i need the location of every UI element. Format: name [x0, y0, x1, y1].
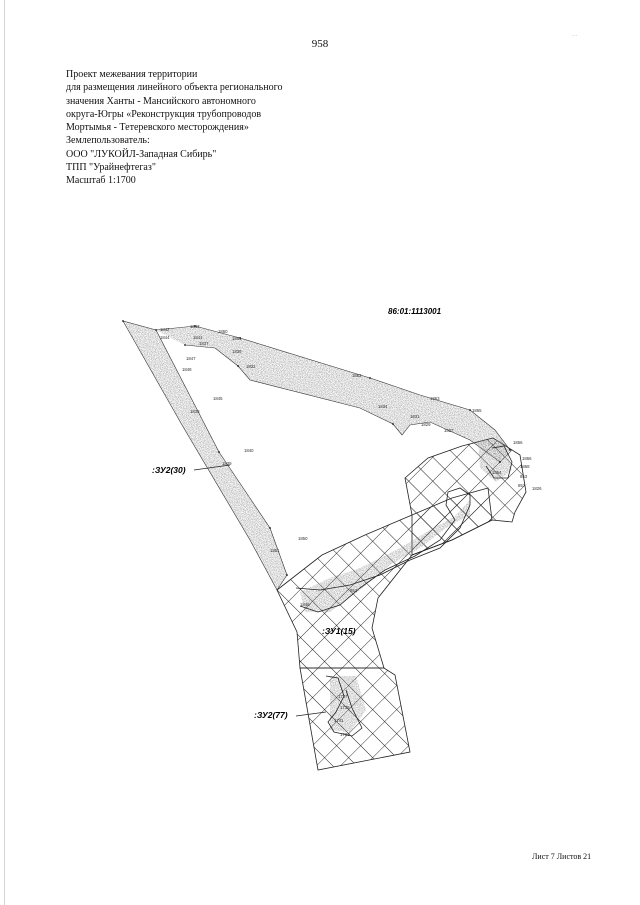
- point-label: 1829: [421, 422, 431, 427]
- point-label: 1854: [492, 470, 502, 475]
- title-line-1: Проект межевания территории: [66, 69, 198, 80]
- page-number: 958: [311, 38, 329, 50]
- point-label: 1865: [472, 408, 482, 413]
- inner-boundaries: [295, 445, 513, 737]
- land-user-division: ТПП "Урайнефтегаз": [66, 162, 156, 174]
- point-label: 1826: [532, 486, 542, 491]
- point-label: 1851: [270, 548, 280, 553]
- title-line-3: значения Ханты - Мансийского автономного: [66, 95, 256, 107]
- point-label: 1837: [199, 341, 209, 346]
- point-label: 1868: [520, 464, 530, 469]
- boundary-point-markers: [122, 320, 511, 576]
- point-label: 1827: [444, 428, 454, 433]
- point-label: 1844: [160, 335, 170, 340]
- point-label: 1840: [244, 448, 254, 453]
- archive-stamp: ...: [572, 30, 578, 38]
- point-label: 1845: [213, 396, 223, 401]
- point-label: 1831: [410, 414, 420, 419]
- title-line-4: округа-Югры «Реконструкция трубопроводов: [66, 108, 262, 120]
- point-label: 1733: [340, 732, 350, 737]
- cadastral-quarter-label: 86:01:1113001: [388, 307, 442, 316]
- point-label: 1741: [334, 718, 344, 723]
- sheet-footer: Лист 7 Листов 21: [532, 852, 592, 861]
- pipeline-band: [300, 440, 512, 732]
- point-label: 857: [518, 483, 526, 488]
- point-label: 1839: [222, 461, 232, 466]
- point-label: 1860: [218, 329, 228, 334]
- point-label: 1739: [340, 705, 350, 710]
- left-edge-line: [4, 0, 5, 905]
- callout-leaders: [193, 464, 327, 717]
- land-user-company: ООО "ЛУКОЙЛ-Западная Сибирь": [66, 148, 217, 160]
- point-label: 853: [520, 474, 528, 479]
- point-label: 1842: [160, 327, 170, 332]
- point-label: 1834: [378, 404, 388, 409]
- point-label: 1863: [430, 396, 440, 401]
- point-label: 1866: [522, 456, 532, 461]
- boundary-east-loop: [485, 445, 513, 479]
- point-label: 1838: [190, 409, 200, 414]
- point-label: 1841: [193, 335, 203, 340]
- boundary-zu1: [295, 487, 471, 613]
- zone-label-zu1-15: :ЗУ1(15): [322, 626, 356, 636]
- map-scale: Масштаб 1:1700: [66, 175, 136, 187]
- point-label: 1862: [352, 373, 362, 378]
- leader-zu2-30: [193, 464, 231, 471]
- zone-label-zu2-30: :ЗУ2(30): [152, 465, 186, 475]
- point-label: 852: [350, 588, 358, 593]
- point-label: 1846: [300, 602, 310, 607]
- land-user-heading: Землепользователь:: [66, 135, 150, 147]
- point-label: 1847: [186, 356, 196, 361]
- point-label: 1737: [338, 694, 348, 699]
- title-line-2: для размещения линейного объекта региона…: [66, 82, 283, 94]
- zone-label-zu2-77: :ЗУ2(77): [254, 710, 288, 720]
- point-label: 1848: [182, 367, 192, 372]
- boundary-zu2-77: [325, 675, 363, 737]
- point-label: 1836: [232, 349, 242, 354]
- title-line-5: Мортымья - Тетеревского месторождения»: [66, 122, 249, 134]
- point-label: 1850: [298, 536, 308, 541]
- point-label: 1832: [246, 364, 256, 369]
- title-block: Проект межевания территории для размещен…: [66, 68, 366, 188]
- leader-zu2-77: [295, 711, 327, 717]
- point-label: 1856: [513, 440, 523, 445]
- point-label: 1861: [232, 336, 242, 341]
